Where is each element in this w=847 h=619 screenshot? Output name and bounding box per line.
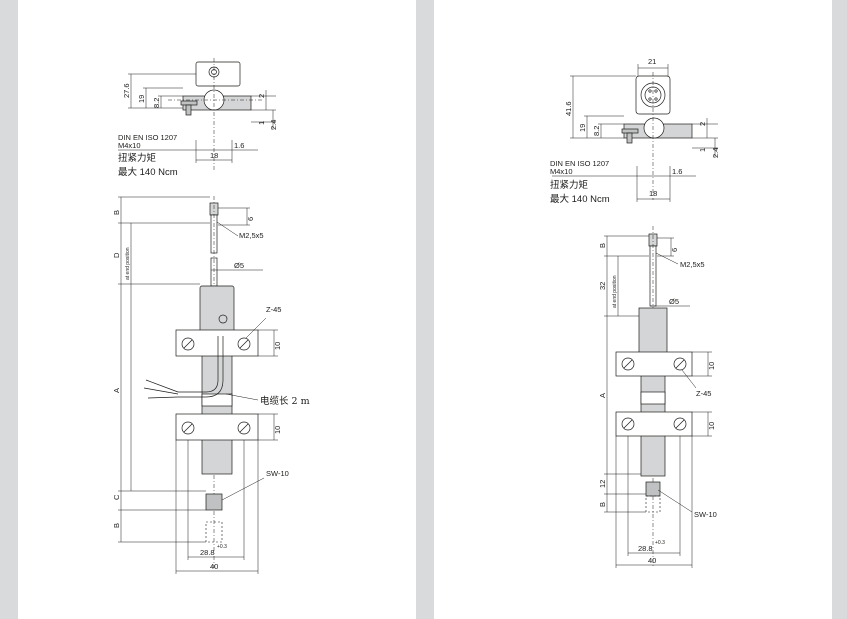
dim-B-top-right: B [598, 243, 607, 248]
dim-2-4-right: 2.4 [711, 148, 720, 158]
screw-spec-right: DIN EN ISO 1207 [550, 159, 609, 168]
connector-body [638, 307, 668, 355]
dim-19-right: 19 [578, 124, 587, 132]
width-outer: 40 [210, 562, 218, 571]
center-gutter [416, 0, 434, 619]
tip-thread-right: M2,5x5 [680, 260, 705, 269]
dim-6: 6 [246, 217, 255, 221]
dim-32: 32 [598, 282, 607, 290]
right-technical-drawing: 21 41.6 19 8.2 2 1 2.4 [550, 57, 720, 568]
torque-label: 扭紧力矩 [118, 152, 157, 164]
clamp-w-bottom: 10 [273, 426, 282, 434]
dim-B-top: B [112, 210, 121, 215]
width-inner-tol-right: +0.3 [655, 540, 665, 546]
torque-value: 最大 140 Ncm [118, 166, 178, 178]
torque-value-right: 最大 140 Ncm [550, 193, 610, 205]
rod-dia-right: Ø5 [669, 297, 679, 306]
dim-8-2: 8.2 [152, 98, 161, 108]
dim-A-right: A [598, 393, 607, 398]
right-top-view: 21 41.6 19 8.2 2 1 2.4 [550, 57, 720, 205]
clamp-w-bottom-right: 10 [707, 422, 716, 430]
dim-18-right: 18 [649, 189, 657, 198]
at-end-position: at end position [125, 247, 131, 280]
width-inner-tol: +0.3 [217, 544, 227, 550]
left-drawing-panel: 27.6 19 8.2 2 1 2.4 1.6 18 DIN EN ISO 12… [18, 0, 416, 619]
clamp-top-right [615, 351, 693, 377]
wrench-label-right: SW-10 [694, 510, 717, 519]
dim-A: A [112, 388, 121, 393]
dim-1-right: 1 [698, 148, 707, 152]
dim-6-right: 6 [670, 248, 679, 252]
tip-thread: M2,5x5 [239, 231, 264, 240]
dim-41-6: 41.6 [564, 101, 573, 116]
wrench-label: SW-10 [266, 469, 289, 478]
dim-19: 19 [137, 95, 146, 103]
wrench-nut [205, 493, 223, 511]
dim-B-bottom: B [112, 523, 121, 528]
width-inner-right: 28.8 [638, 544, 653, 553]
dim-18: 18 [210, 151, 218, 160]
dim-1-6: 1.6 [234, 141, 244, 150]
wrench-nut-right [645, 481, 661, 497]
clamp-w-top: 10 [273, 342, 282, 350]
dim-27-6: 27.6 [122, 83, 131, 98]
sensor-head [199, 285, 235, 337]
cable [178, 336, 219, 393]
left-technical-drawing: 27.6 19 8.2 2 1 2.4 1.6 18 DIN EN ISO 12… [112, 58, 310, 574]
left-side-view: B D at end position A C B 6 M2,5x5 Ø5 Z-… [112, 196, 310, 574]
clamp-bottom [175, 413, 259, 441]
dim-2-4: 2.4 [269, 120, 278, 130]
dim-8-2-right: 8.2 [592, 126, 601, 136]
right-drawing-panel: 21 41.6 19 8.2 2 1 2.4 [434, 0, 832, 619]
dim-D: D [112, 252, 121, 258]
screw-size: M4x10 [118, 141, 141, 150]
rod-dia: Ø5 [234, 261, 244, 270]
right-side-view: B 32 at end position A 12 B 6 M2,5x5 Ø5 … [598, 226, 717, 568]
dim-2-right: 2 [698, 122, 707, 126]
screw-size-right: M4x10 [550, 167, 573, 176]
cable-label: 电缆长 2 m [260, 395, 310, 407]
screw-head [180, 100, 198, 106]
dim-1: 1 [257, 121, 266, 125]
dim-21: 21 [648, 57, 656, 66]
dim-1-6-right: 1.6 [672, 167, 682, 176]
width-outer-right: 40 [648, 556, 656, 565]
dim-12: 12 [598, 480, 607, 488]
clamp-bottom-right [615, 411, 693, 437]
dim-2: 2 [257, 94, 266, 98]
torque-label-right: 扭紧力矩 [550, 179, 589, 191]
right-gutter [829, 0, 847, 619]
screw-spec: DIN EN ISO 1207 [118, 133, 177, 142]
left-top-view: 27.6 19 8.2 2 1 2.4 1.6 18 DIN EN ISO 12… [118, 58, 278, 178]
dim-B-bottom-right: B [598, 502, 607, 507]
left-gutter [0, 0, 18, 619]
mount-block [195, 61, 241, 87]
clamp-label: Z-45 [266, 305, 281, 314]
clamp-top [175, 329, 259, 357]
clamp-w-top-right: 10 [707, 362, 716, 370]
at-end-position-right: at end position [612, 275, 618, 308]
width-inner: 28.8 [200, 548, 215, 557]
clamp-label-right: Z-45 [696, 389, 711, 398]
dim-C: C [112, 494, 121, 500]
